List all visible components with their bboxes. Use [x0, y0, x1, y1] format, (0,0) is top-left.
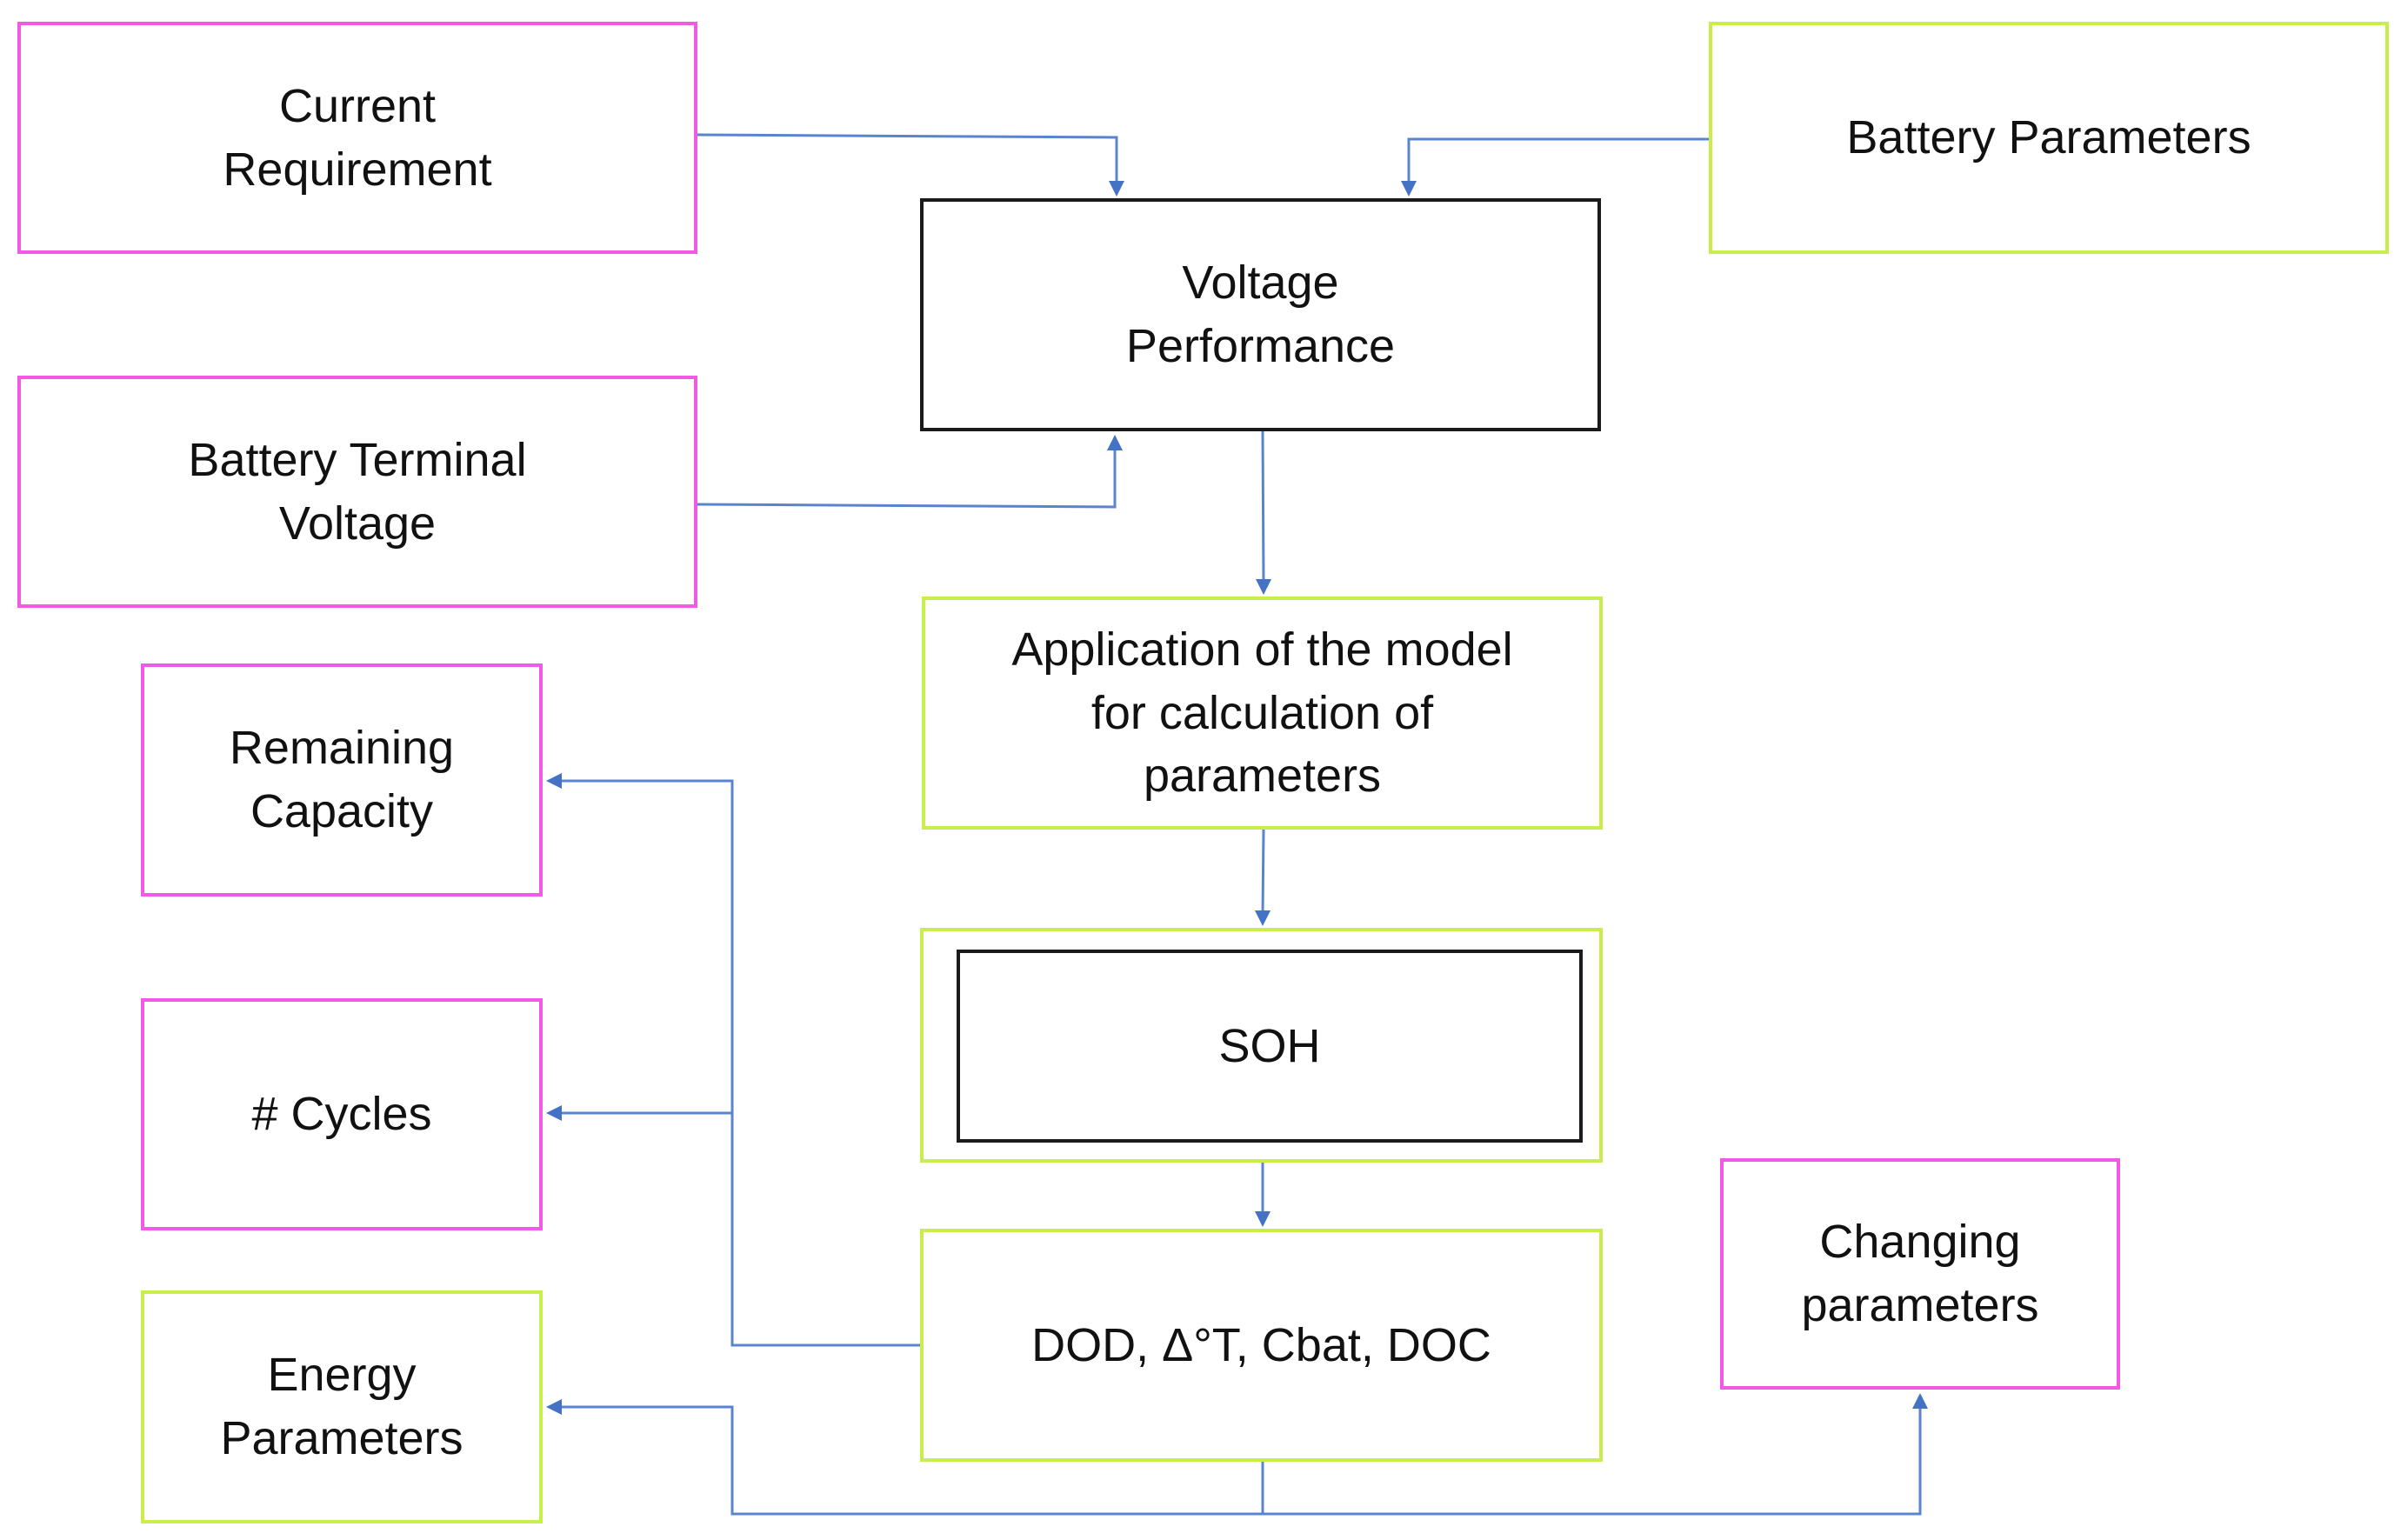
- dod-parameters-box: DOD, Δ°T, Cbat, DOC: [920, 1229, 1603, 1462]
- battery-terminal-voltage-box: Battery Terminal Voltage: [17, 376, 697, 608]
- battery-parameters-box: Battery Parameters: [1709, 22, 2389, 254]
- edge-dod-to-remaining-capacity: [546, 773, 920, 1347]
- current-requirement-box: Current Requirement: [17, 22, 697, 254]
- model-application-box: Application of the model for calculation…: [922, 597, 1603, 830]
- changing-parameters-box: Changing parameters: [1720, 1158, 2120, 1390]
- remaining-capacity-box: Remaining Capacity: [141, 663, 543, 897]
- edge-battery-params-to-voltage: [1401, 137, 1709, 197]
- edge-model-to-soh: [1255, 829, 1271, 926]
- voltage-performance-box: Voltage Performance: [920, 198, 1601, 431]
- edge-voltage-to-model: [1256, 430, 1271, 595]
- edge-current-to-voltage: [697, 133, 1124, 197]
- cycles-box: # Cycles: [141, 998, 543, 1230]
- edge-dod-to-cycles: [546, 1105, 732, 1121]
- soh-box: SOH: [957, 950, 1583, 1143]
- energy-parameters-box: Energy Parameters: [141, 1290, 543, 1523]
- edge-terminal-to-voltage: [697, 435, 1123, 509]
- edge-soh-to-dod: [1255, 1163, 1271, 1227]
